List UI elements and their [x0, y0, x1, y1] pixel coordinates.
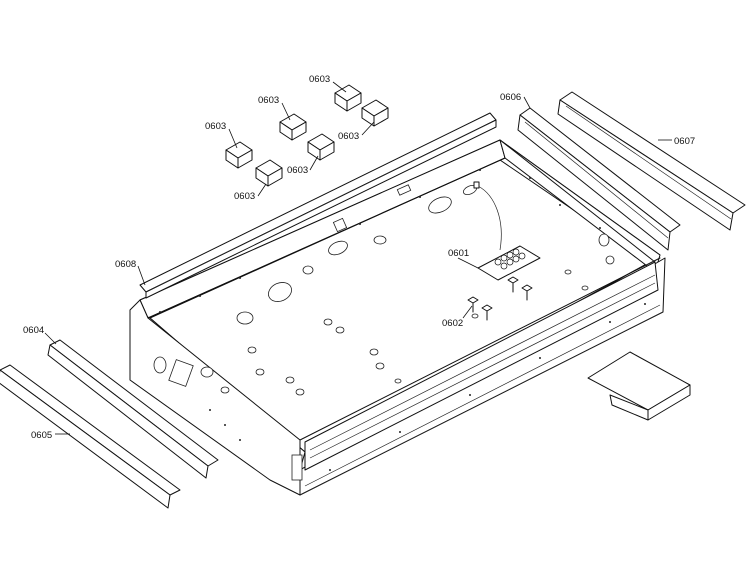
screws-0602 [467, 276, 533, 321]
rail-0606 [517, 107, 681, 251]
label-0603-c: 0603 [205, 121, 226, 132]
label-0603-f: 0603 [234, 191, 255, 202]
label-0603-e: 0603 [287, 165, 308, 176]
fastener-dots [159, 169, 646, 471]
label-0602: 0602 [442, 318, 463, 329]
label-0604: 0604 [23, 325, 44, 336]
label-0605: 0605 [31, 430, 52, 441]
rail-0604 [47, 339, 219, 479]
label-0603-d: 0603 [338, 131, 359, 142]
callouts: 0601 0602 0603 0603 0603 0603 0603 0603 … [23, 74, 695, 441]
label-0603-b: 0603 [258, 95, 279, 106]
label-0608: 0608 [115, 259, 136, 270]
blocks-0603 [225, 84, 389, 187]
rail-0608 [139, 112, 497, 299]
rail-0607 [557, 91, 746, 231]
label-0603-a: 0603 [309, 74, 330, 85]
chassis-tray [129, 139, 666, 496]
mounting-bracket [587, 351, 691, 421]
label-0607: 0607 [674, 136, 695, 147]
label-0606: 0606 [500, 92, 521, 103]
circuit-board-0601 [473, 181, 541, 281]
floor-studs [247, 269, 589, 396]
rail-0605 [0, 364, 181, 509]
label-0601: 0601 [448, 248, 469, 259]
